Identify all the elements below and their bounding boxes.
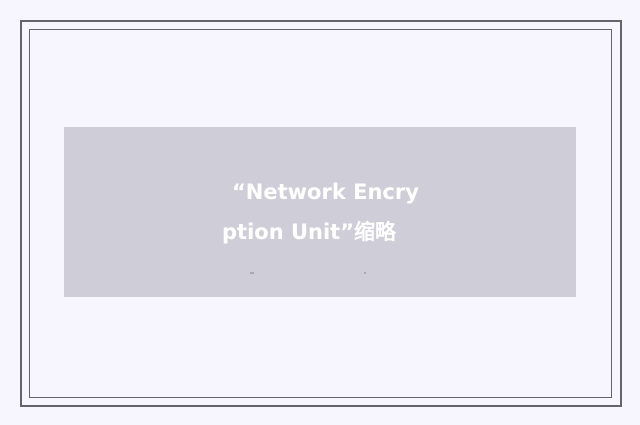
inner-frame [29, 29, 612, 398]
thumbnail-alt-text: “Network Encry ption Unit”缩略 [222, 172, 432, 252]
outer-frame [20, 20, 622, 407]
alt-text-line-2: ption Unit”缩略 [222, 220, 396, 244]
alt-text-line-1: “Network Encry [232, 180, 419, 204]
artifact-mark [364, 272, 366, 274]
image-thumbnail-placeholder [64, 127, 576, 297]
artifact-mark [250, 272, 254, 274]
